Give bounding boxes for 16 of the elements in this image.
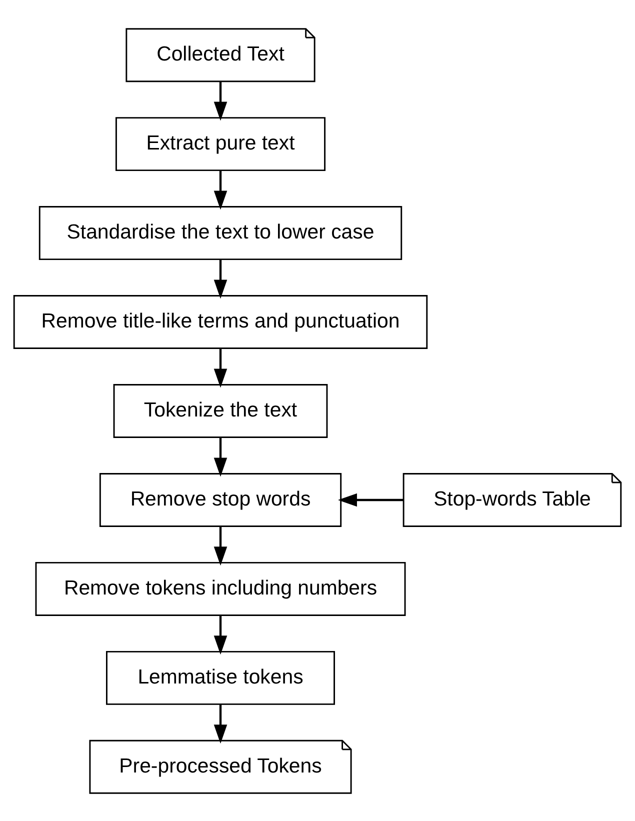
node-box: Remove title-like terms and punctuation [13, 294, 428, 348]
node-box: Remove tokens including numbers [35, 561, 406, 616]
node-box: Remove stop words [99, 472, 342, 526]
arrow [214, 80, 228, 120]
arrow [214, 170, 228, 210]
arrow [214, 614, 228, 654]
arrow [214, 526, 228, 566]
arrow [214, 704, 228, 744]
arrow [338, 492, 404, 506]
node-box: Standardise the text to lower case [38, 206, 402, 260]
arrow [214, 348, 228, 388]
node-box: Lemmatise tokens [106, 650, 335, 704]
arrow [214, 258, 228, 298]
arrow [214, 436, 228, 476]
node-box: Extract pure text [115, 116, 326, 171]
node-box: Tokenize the text [113, 384, 328, 438]
